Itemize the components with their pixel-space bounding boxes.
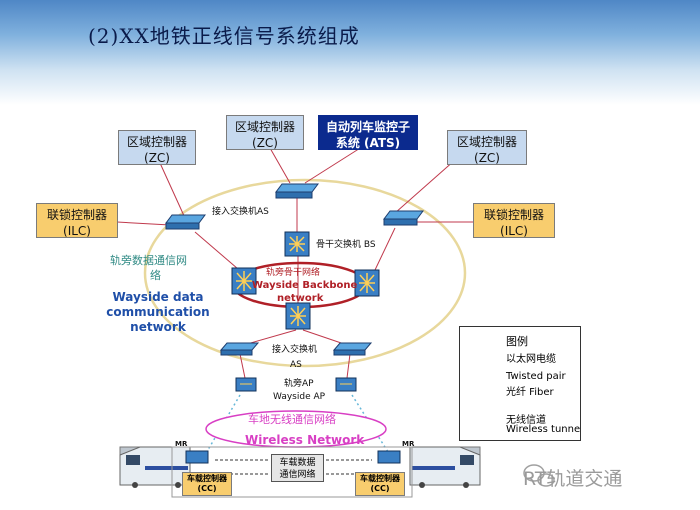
wayside-data-ring	[143, 178, 467, 368]
wireless-cn-label: 车地无线通信网络	[248, 413, 336, 426]
wayside-backbone-en-label-2: network	[277, 293, 324, 304]
ilc-box-right: 联锁控制器 (ILC)	[473, 203, 555, 238]
access-switch-top-label: 接入交换机AS	[212, 207, 269, 217]
train-left-icon	[119, 446, 191, 488]
wayside-ap-right-icon	[335, 377, 357, 392]
access-switch-right-icon	[383, 210, 424, 226]
ilc-left-code: (ILC)	[63, 224, 91, 238]
wayside-data-cn-label: 轨旁数据通信网	[110, 254, 187, 267]
wayside-ap-left-icon	[235, 377, 257, 392]
backbone-switch-right-icon	[354, 269, 380, 297]
train-frame	[171, 446, 413, 498]
cc-left-code: (CC)	[197, 484, 217, 493]
legend-wireless-cn-label: 无线信道	[506, 415, 546, 426]
mr-right-label: MR	[402, 440, 415, 448]
ilc-box-left: 联锁控制器 (ILC)	[36, 203, 118, 238]
access-switch-bottom-right-icon	[332, 342, 373, 356]
access-switch-bottom-cn-label: 接入交换机	[272, 345, 318, 355]
wayside-ap-cn-label: 轨旁AP	[284, 379, 314, 389]
backbone-switch-label: 骨干交换机 BS	[316, 240, 376, 250]
legend-twisted-label: Twisted pair	[506, 371, 566, 382]
zc-right-code: (ZC)	[474, 151, 500, 165]
wayside-data-en-label-2: communication	[106, 305, 210, 319]
cc-right-box: 车载控制器 (CC)	[355, 472, 405, 496]
vehicle-network-box: 车载数据 通信网络	[271, 454, 324, 482]
onboard-radio-left-icon	[185, 450, 209, 464]
zc-left-name: 区域控制器	[126, 135, 187, 149]
wayside-backbone-cn-label: 轨旁骨干网络	[266, 268, 321, 278]
zc-right-name: 区域控制器	[456, 135, 517, 149]
slide-title: (2)XX地铁正线信号系统组成	[88, 24, 360, 48]
access-switch-bottom-en-label: AS	[290, 360, 302, 370]
zc-box-right: 区域控制器 (ZC)	[447, 130, 527, 165]
legend-wireless-en-label: Wireless tunne	[506, 424, 581, 435]
zc-mid-name: 区域控制器	[234, 120, 295, 134]
wayside-backbone-en-label: Wayside Backbone	[252, 280, 358, 291]
ats-code: 系统 (ATS)	[335, 136, 401, 150]
cc-right-code: (CC)	[370, 484, 390, 493]
ilc-right-name: 联锁控制器	[483, 208, 544, 222]
backbone-switch-bottom-icon	[285, 302, 311, 330]
ats-box: 自动列车监控子 系统 (ATS)	[318, 115, 418, 150]
access-switch-bottom-left-icon	[219, 342, 260, 356]
wireless-en-label: Wireless Network	[245, 433, 365, 447]
ilc-left-name: 联锁控制器	[46, 208, 107, 222]
watermark-text: RT轨道交通	[523, 468, 623, 490]
ats-name: 自动列车监控子	[325, 120, 410, 134]
zc-box-mid: 区域控制器 (ZC)	[226, 115, 304, 150]
legend-title: 图例	[506, 335, 528, 348]
access-switch-icon	[275, 183, 319, 199]
onboard-radio-right-icon	[377, 450, 401, 464]
wechat-logo-icon	[523, 464, 555, 487]
train-right-icon	[409, 446, 481, 488]
legend-box: 图例 以太网电缆 Twisted pair 光纤 Fiber 无线信道 Wire…	[459, 326, 581, 441]
wayside-data-en-label-3: network	[130, 320, 186, 334]
cc-right-name: 车载控制器	[360, 474, 400, 483]
legend-ethernet-label: 以太网电缆	[506, 354, 556, 365]
wayside-data-cn-label-2: 络	[150, 269, 161, 282]
ilc-right-code: (ILC)	[500, 224, 528, 238]
cc-left-box: 车载控制器 (CC)	[182, 472, 232, 496]
access-switch-left-icon	[165, 214, 206, 230]
wayside-data-en-label: Wayside data	[112, 290, 204, 304]
zc-mid-code: (ZC)	[252, 136, 278, 150]
mr-left-label: MR	[175, 440, 188, 448]
vehicle-network-line2: 通信网络	[279, 470, 316, 480]
vehicle-network-line1: 车载数据	[279, 458, 316, 468]
zc-left-code: (ZC)	[144, 151, 170, 165]
train-arrows	[215, 459, 372, 475]
wayside-ap-en-label: Wayside AP	[273, 392, 326, 402]
legend-fiber-label: 光纤 Fiber	[506, 387, 554, 398]
zc-box-left: 区域控制器 (ZC)	[118, 130, 196, 165]
backbone-switch-left-icon	[231, 267, 257, 295]
backbone-switch-top-icon	[284, 231, 310, 257]
cc-left-name: 车载控制器	[187, 474, 227, 483]
